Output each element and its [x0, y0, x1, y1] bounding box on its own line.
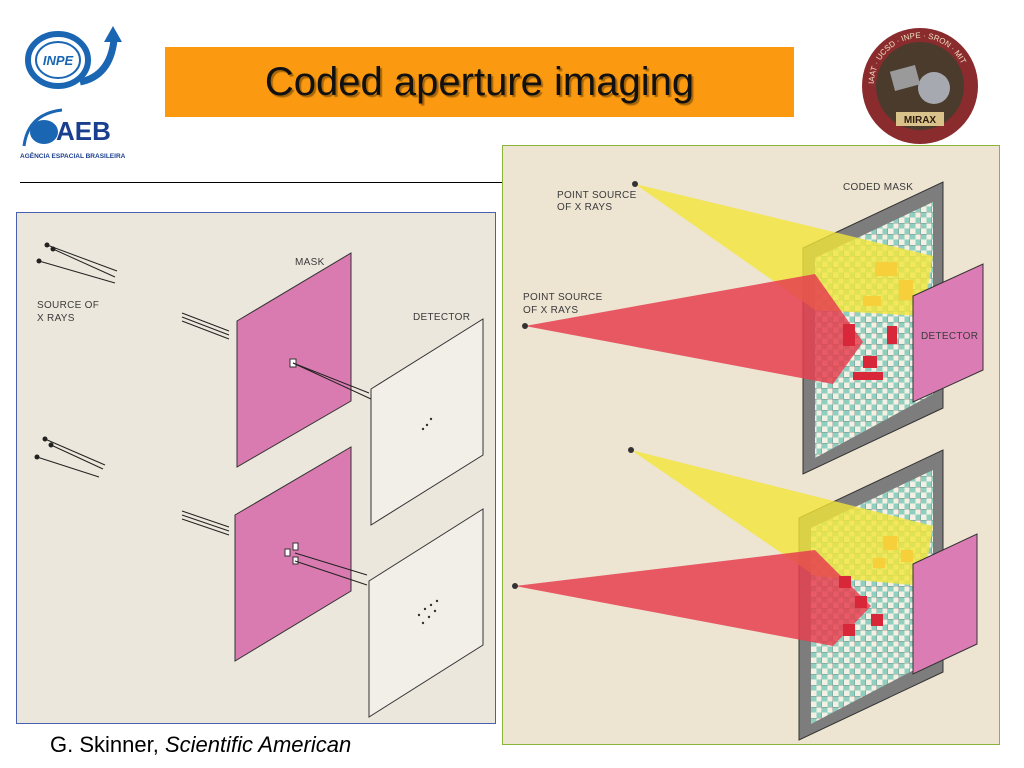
mask-bottom-apertures: [284, 542, 299, 565]
yellow-pattern-top: [863, 262, 913, 306]
point-source-mid-line2: OF X RAYS: [523, 305, 578, 316]
source-label-line1: SOURCE OF: [37, 300, 99, 311]
inpe-logo: INPE: [25, 26, 122, 89]
left-figure-illustration: SOURCE OF X RAYS MASK DETECTOR: [34, 242, 484, 718]
ray-yellow-bottom: [631, 450, 933, 586]
point-source-yellow-bottom: [628, 447, 634, 453]
point-source-top-line2: OF X RAYS: [557, 202, 612, 213]
detector-label: DETECTOR: [413, 312, 470, 323]
red-pattern-top: [843, 324, 897, 380]
detector-bottom-right: [912, 533, 978, 675]
source-rays-bottom: [181, 510, 230, 536]
left-figure-panel: SOURCE OF X RAYS MASK DETECTOR: [16, 212, 496, 724]
source-label-line2: X RAYS: [37, 313, 75, 324]
mirax-logo: IAAT · UCSD · INPE · SRON · MIT MIRAX: [862, 28, 978, 144]
aeb-logo: AEB AGÊNCIA ESPACIAL BRASILEIRA: [20, 108, 126, 160]
coded-mask-label: CODED MASK: [843, 182, 913, 193]
mask-label: MASK: [295, 257, 325, 268]
header-divider: [20, 182, 502, 183]
credit-publication: Scientific American: [164, 732, 352, 757]
right-figure-panel: POINT SOURCE OF X RAYS CODED MASK POINT …: [502, 145, 1000, 745]
title-bar: Coded aperture imaging: [165, 47, 794, 117]
source-rays-top: [181, 312, 230, 340]
inpe-logo-text: INPE: [43, 53, 74, 68]
point-source-top-line1: POINT SOURCE: [557, 190, 637, 201]
point-source-red-top: [522, 323, 528, 329]
slide-title: Coded aperture imaging: [264, 59, 695, 104]
detector-label-right: DETECTOR: [921, 331, 978, 342]
red-pattern-bottom: [839, 576, 883, 636]
aeb-logo-subtext: AGÊNCIA ESPACIAL BRASILEIRA: [20, 151, 126, 160]
detector-top-spots: [421, 417, 433, 431]
source-dots-bottom: [34, 436, 106, 478]
detector-bottom-spots: [417, 599, 439, 625]
credit-author: G. Skinner,: [50, 732, 159, 757]
point-source-red-bottom: [512, 583, 518, 589]
detector-top-right: [912, 263, 984, 403]
ray-yellow-top: [635, 184, 933, 316]
point-source-yellow-top: [632, 181, 638, 187]
figure-credit: G. Skinner, Scientific American: [50, 732, 351, 758]
ray-red-top: [525, 274, 863, 384]
ray-red-bottom: [515, 550, 871, 646]
mirax-logo-text: MIRAX: [904, 115, 937, 126]
detector-top: [370, 318, 484, 526]
detector-bottom: [368, 508, 484, 718]
mask-bottom: [234, 446, 352, 662]
yellow-pattern-bottom: [873, 536, 913, 568]
point-source-mid-line1: POINT SOURCE: [523, 292, 603, 303]
right-figure-illustration: POINT SOURCE OF X RAYS CODED MASK POINT …: [512, 181, 984, 741]
aeb-logo-text: AEB: [56, 116, 111, 146]
source-dots-top: [36, 242, 118, 284]
